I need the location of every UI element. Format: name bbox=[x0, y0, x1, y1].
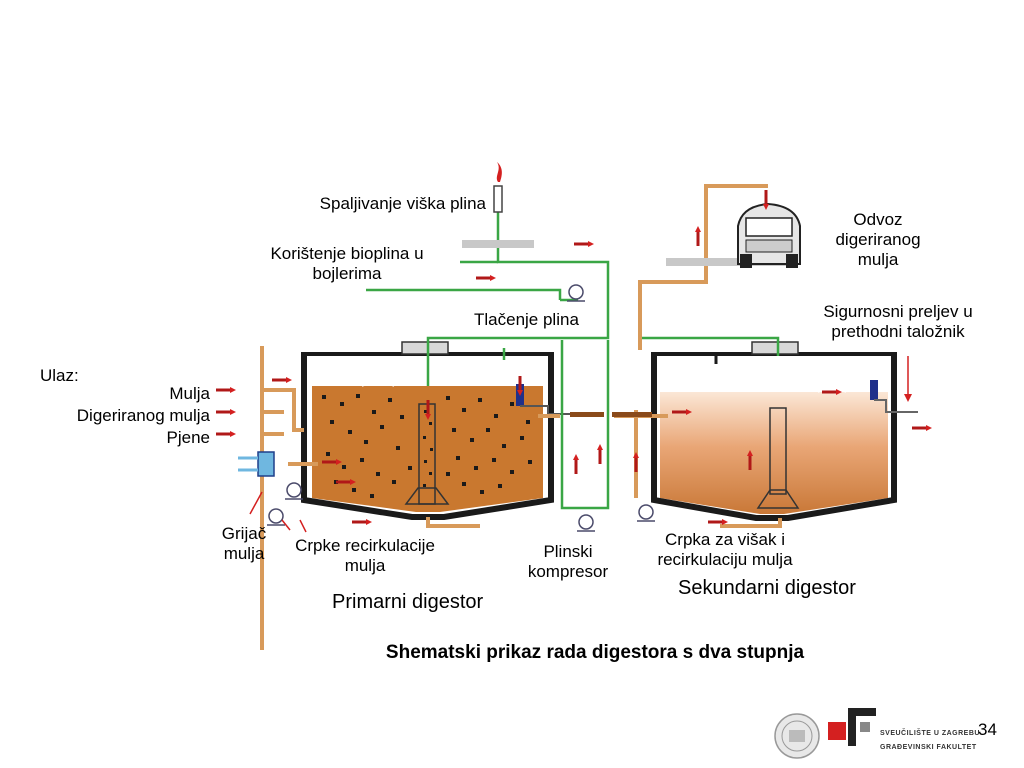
label-recirc-pumps-line2: mulja bbox=[344, 556, 386, 575]
label-boiler-line1: Korištenje bioplina u bbox=[270, 244, 424, 263]
flare-stack bbox=[493, 162, 503, 213]
truck-icon bbox=[666, 202, 801, 268]
flow-arrows bbox=[214, 188, 934, 533]
label-excess-pump-line2: recirkulaciju mulja bbox=[657, 550, 793, 569]
label-recirc-pumps-line1: Crpke recirkulacije bbox=[295, 536, 435, 555]
label-boiler-line2: bojlerima bbox=[312, 264, 382, 283]
primary-digester bbox=[301, 341, 580, 528]
label-inlet: Ulaz: bbox=[40, 366, 79, 385]
logo-text-faculty: GRAĐEVINSKI FAKULTET bbox=[880, 744, 977, 751]
label-flare: Spaljivanje viška plina bbox=[319, 194, 486, 213]
university-logo bbox=[774, 708, 876, 759]
heater-icon bbox=[238, 451, 275, 477]
logo-text-university: SVEUČILIŠTE U ZAGREBU bbox=[880, 730, 980, 737]
gas-pipes bbox=[366, 212, 780, 510]
label-inlet-digested: Digeriranog mulja bbox=[76, 406, 210, 425]
label-gas-compression: Tlačenje plina bbox=[474, 310, 579, 329]
label-excess-pump-line1: Crpka za višak i bbox=[665, 530, 785, 549]
transfer-pipe bbox=[570, 412, 652, 417]
boiler-platform bbox=[462, 240, 534, 248]
label-removal-line2: digeriranog bbox=[835, 230, 921, 249]
label-removal-line3: mulja bbox=[857, 250, 899, 269]
label-safety-line1: Sigurnosni preljev u bbox=[823, 302, 973, 321]
label-safety-line2: prethodni taložnik bbox=[831, 322, 965, 341]
label-removal-line1: Odvoz bbox=[853, 210, 903, 229]
label-secondary-digester: Sekundarni digestor bbox=[678, 577, 856, 599]
label-primary-digester: Primarni digestor bbox=[332, 591, 484, 613]
label-heater-line1: Grijač bbox=[221, 524, 267, 543]
label-compressor-line1: Plinski bbox=[543, 542, 593, 561]
label-heater-line2: mulja bbox=[223, 544, 265, 563]
label-inlet-foam: Pjene bbox=[166, 428, 210, 447]
pump-icons bbox=[267, 284, 655, 532]
figure-caption: Shematski prikaz rada digestora s dva st… bbox=[385, 642, 805, 663]
label-inlet-sludge: Mulja bbox=[169, 384, 210, 403]
label-compressor-line2: kompresor bbox=[527, 562, 609, 581]
secondary-digester bbox=[651, 341, 918, 528]
slide-number: 34 bbox=[978, 720, 997, 739]
